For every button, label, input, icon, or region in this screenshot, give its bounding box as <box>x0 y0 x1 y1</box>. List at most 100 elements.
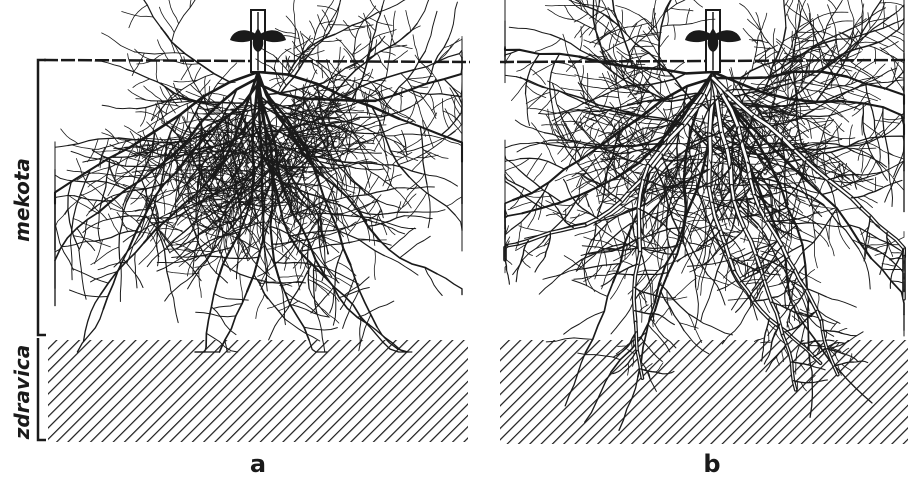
lateral-root <box>651 220 666 235</box>
lateral-root <box>837 126 840 147</box>
lateral-root <box>688 220 706 222</box>
lateral-root <box>455 215 462 251</box>
lateral-root <box>134 52 185 54</box>
lateral-root <box>526 94 530 126</box>
lateral-root <box>564 179 575 199</box>
lateral-root <box>374 251 375 280</box>
subsoil-hatch-a <box>48 340 468 442</box>
lateral-root <box>322 10 331 29</box>
lateral-root <box>842 333 857 335</box>
lateral-root <box>643 210 644 233</box>
lateral-root <box>645 78 665 100</box>
subsoil-hatch-b <box>500 340 908 444</box>
lateral-root <box>507 270 510 285</box>
lateral-root <box>408 210 445 213</box>
lateral-root <box>126 69 165 86</box>
lateral-root <box>199 268 201 298</box>
lateral-root <box>535 257 545 272</box>
lateral-root <box>526 54 540 94</box>
lateral-root <box>638 122 659 124</box>
lateral-root <box>55 209 68 241</box>
lateral-root <box>674 25 676 40</box>
lateral-root <box>157 252 192 271</box>
lateral-root <box>322 0 333 18</box>
lateral-root <box>659 76 661 94</box>
lateral-root <box>102 105 137 108</box>
lateral-root <box>157 237 159 266</box>
lateral-root <box>619 121 620 140</box>
lateral-root <box>634 46 654 47</box>
lateral-root <box>890 270 893 288</box>
lateral-root <box>285 319 320 341</box>
lateral-root <box>505 211 522 218</box>
lateral-root <box>105 129 118 143</box>
lateral-root <box>697 319 733 335</box>
lateral-root <box>355 168 384 170</box>
lateral-root <box>530 109 560 114</box>
lateral-root <box>847 0 854 19</box>
lateral-root <box>212 93 228 96</box>
lateral-root <box>801 119 825 120</box>
lateral-root <box>124 126 144 139</box>
lateral-root <box>574 200 598 219</box>
lateral-root <box>81 182 107 195</box>
lateral-root <box>722 308 750 344</box>
lateral-root <box>589 0 593 7</box>
lateral-root <box>763 300 769 313</box>
lateral-root <box>70 231 72 279</box>
lateral-root <box>68 182 79 249</box>
lateral-root <box>284 36 299 39</box>
lateral-root <box>639 41 659 46</box>
lateral-root <box>746 283 760 284</box>
lateral-root <box>575 230 596 236</box>
lateral-root <box>425 11 437 51</box>
lateral-root <box>894 145 904 177</box>
lateral-root <box>427 184 430 227</box>
lateral-root <box>628 23 652 27</box>
lateral-root <box>275 58 277 71</box>
lateral-root <box>542 125 566 126</box>
lateral-root <box>318 46 319 67</box>
lateral-root <box>673 278 697 299</box>
lateral-root <box>218 198 252 281</box>
lateral-root <box>667 7 668 26</box>
lateral-root <box>366 194 400 208</box>
soil-surface-line-b <box>500 60 908 62</box>
lateral-root <box>859 130 884 147</box>
lateral-root <box>522 259 531 268</box>
lateral-root <box>344 277 369 296</box>
lateral-root <box>322 40 342 41</box>
lateral-root <box>755 47 770 57</box>
lateral-root <box>532 123 548 145</box>
lateral-root <box>663 107 681 110</box>
lateral-root <box>750 295 751 307</box>
lateral-root <box>757 287 758 298</box>
plant-stem-a <box>230 10 286 72</box>
lateral-root <box>325 277 370 327</box>
lateral-root <box>84 294 101 341</box>
lateral-root <box>654 0 657 21</box>
lateral-root <box>340 0 351 4</box>
lateral-root <box>816 223 848 227</box>
lateral-root <box>661 24 692 27</box>
lateral-root <box>535 39 561 52</box>
lateral-root <box>671 0 677 4</box>
lateral-root <box>545 5 579 6</box>
lateral-root <box>575 25 585 38</box>
lateral-root <box>784 0 798 7</box>
lateral-root <box>322 65 323 78</box>
lateral-root <box>165 174 194 175</box>
lateral-root <box>838 328 847 332</box>
lateral-root <box>851 189 880 198</box>
layer-scale: mekota zdravica <box>10 60 46 440</box>
lateral-root <box>320 21 334 24</box>
lateral-root <box>398 152 417 161</box>
lateral-root <box>789 322 794 329</box>
lateral-root <box>622 261 633 266</box>
lateral-root <box>563 34 572 62</box>
lateral-root <box>515 120 544 133</box>
lateral-root <box>854 148 876 149</box>
lateral-root <box>135 253 137 288</box>
lateral-root <box>278 276 303 278</box>
lateral-root <box>752 37 758 70</box>
